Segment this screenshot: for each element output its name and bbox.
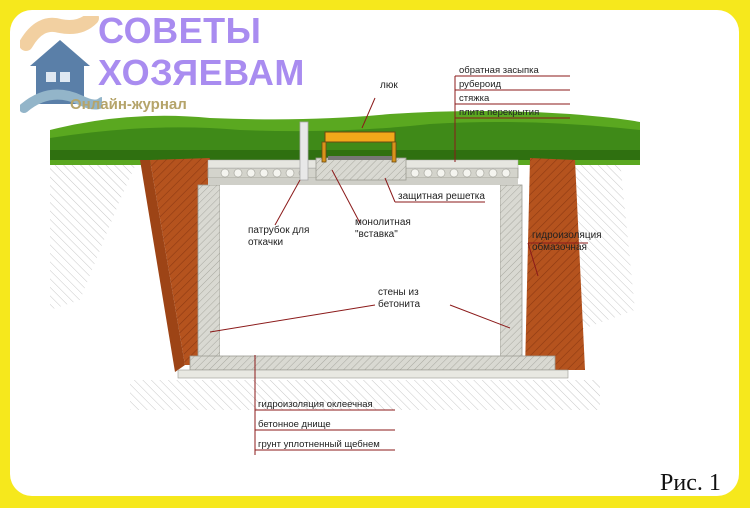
hatch-lid: [321, 131, 397, 163]
diagram-card: люк обратная засыпка рубероид стяжка пли…: [10, 10, 739, 496]
label-coating-line1: гидроизоляция: [532, 230, 602, 241]
label-pipe-line2: откачки: [248, 237, 283, 248]
concrete-bottom: [189, 355, 556, 371]
label-screed: стяжка: [459, 93, 490, 104]
slab-bottom: [208, 178, 518, 185]
left-wall: [197, 184, 221, 361]
label-slab: плита перекрытия: [459, 107, 539, 118]
label-grate: защитная решетка: [398, 191, 485, 202]
label-gravel-soil: грунт уплотненный щебнем: [258, 439, 380, 450]
label-concrete-bottom: бетонное днище: [258, 419, 331, 430]
figure-label: Рис. 1: [660, 470, 721, 496]
right-wall: [499, 184, 523, 361]
label-leaders: [209, 75, 588, 455]
cellar-cross-section-diagram: люк обратная засыпка рубероид стяжка пли…: [50, 65, 640, 455]
label-walls-line2: бетонита: [378, 298, 420, 310]
brand-title-line1: СОВЕТЫ: [98, 10, 262, 51]
surrounding-ground: [50, 155, 635, 410]
gravel-base: [177, 369, 569, 379]
brand-subtitle: Онлайн-журнал: [70, 96, 187, 113]
label-pipe-line1: патрубок для: [248, 224, 309, 236]
label-insert-line1: монолитная: [355, 217, 411, 228]
label-coating-line2: обмазочная: [532, 241, 587, 253]
brand-logo[interactable]: СОВЕТЫ ХОЗЯЕВАМ Онлайн-журнал: [18, 10, 348, 130]
soil-pit: [140, 158, 585, 372]
brand-title-line2: ХОЗЯЕВАМ: [98, 52, 305, 93]
label-walls-line1: стены из: [378, 287, 419, 298]
label-hatch: люк: [380, 80, 398, 91]
label-glued-waterproofing: гидроизоляция оклеечная: [258, 399, 373, 410]
drain-pipe: [299, 121, 309, 181]
house-icon: [20, 16, 102, 113]
label-insert-line2: "вставка": [355, 229, 398, 240]
label-roofing: рубероид: [459, 79, 502, 90]
label-backfill: обратная засыпка: [459, 65, 539, 76]
concrete-structure: [177, 157, 569, 379]
protective-grate: [328, 156, 392, 160]
cellar-interior: [220, 185, 500, 360]
slab-hollows: [220, 168, 511, 178]
